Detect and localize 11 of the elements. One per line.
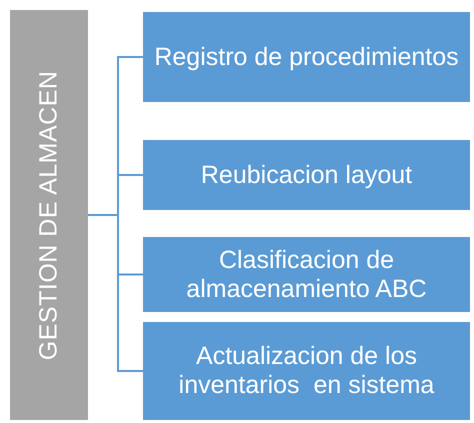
- node-label: Registro de procedimientos: [154, 42, 459, 72]
- node-label: Actualizacion de los inventarios en sistema: [178, 342, 436, 400]
- node-label: GESTION DE ALMACEN: [34, 70, 64, 360]
- process-box: [143, 12, 470, 102]
- node-label: Reubicacion layout: [200, 160, 412, 190]
- process-box: [143, 322, 470, 420]
- process-box: [143, 140, 470, 210]
- connector-line: [88, 214, 143, 372]
- category-bar: [10, 10, 88, 420]
- node-label: Clasificacion de almacenamiento ABC: [185, 246, 428, 304]
- process-box: [143, 237, 470, 312]
